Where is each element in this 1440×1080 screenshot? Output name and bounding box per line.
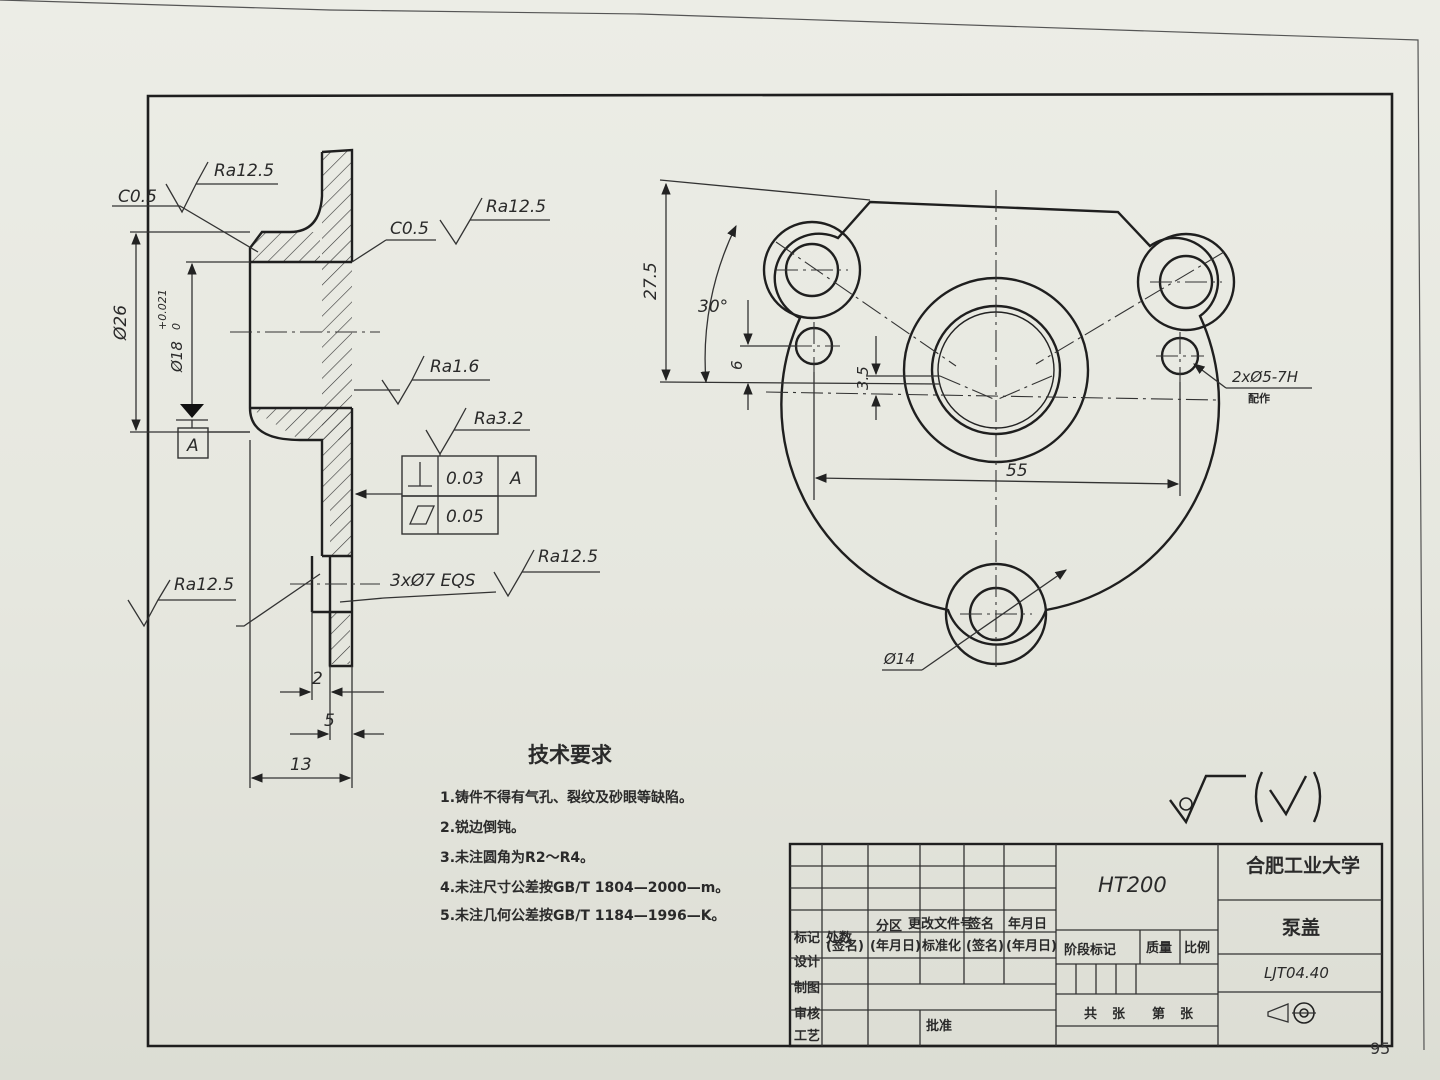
title-block: 标记 处数 分区 更改文件号 签名 年月日 设计 (签名) (年月日) 标准化 … — [788, 842, 1384, 1048]
tb-part-name: 泵盖 — [1282, 916, 1320, 939]
ra-hole-left-label: Ra12.5 — [174, 575, 234, 595]
requirement-2: 2.锐边倒钝。 — [440, 819, 525, 836]
dim-5: 5 — [324, 711, 335, 731]
dim-14: Ø14 — [883, 650, 915, 668]
pin-holes-label: 2xØ5-7H — [1232, 368, 1298, 386]
requirement-5: 5.未注几何公差按GB/T 1184—1996—K。 — [440, 907, 726, 924]
tb-design: 设计 — [794, 954, 820, 970]
tb-stage: 阶段标记 — [1064, 942, 1116, 958]
tb-design-date: (年月日) — [870, 938, 921, 954]
tol-lower: 0 — [170, 323, 183, 330]
perp-datum: A — [509, 469, 522, 489]
dim-13: 13 — [290, 755, 312, 775]
chamfer-2-label: C0.5 — [390, 219, 429, 239]
dim-angle-30: 30° — [698, 297, 728, 317]
pin-holes-note: 配作 — [1248, 391, 1270, 405]
tb-standard: 标准化 — [921, 938, 961, 954]
section-callouts: Ra12.5 C0.5 Ra12.5 C0.5 Ra1.6 Ra3.2 0.03… — [112, 161, 600, 628]
section-dimensions: Ø26 Ø18 +0.021 0 A 2 5 13 — [111, 231, 384, 788]
page-number: 95 — [1370, 1039, 1390, 1058]
tb-h-zone: 分区 — [876, 918, 902, 934]
chamfer-1-label: C0.5 — [118, 187, 157, 207]
ra-top-label: Ra12.5 — [214, 161, 274, 181]
tb-sheets: 张 — [1112, 1007, 1126, 1022]
dim-27-5: 27.5 — [641, 262, 661, 300]
tb-sheet: 张 — [1180, 1007, 1194, 1022]
tb-mass: 质量 — [1146, 940, 1172, 956]
tb-h-count: 处数 — [825, 930, 853, 946]
tb-h-mark: 标记 — [793, 930, 820, 946]
dim-diameter-18: Ø18 — [168, 341, 186, 373]
tb-scale: 比例 — [1184, 940, 1210, 956]
technical-requirements: 技术要求 1.铸件不得有气孔、裂纹及砂眼等缺陷。 2.锐边倒钝。 3.未注圆角为… — [440, 743, 729, 924]
sheet-border — [0, 0, 1425, 1051]
tol-upper: +0.021 — [156, 289, 169, 330]
flatness-icon — [408, 505, 436, 525]
dim-6: 6 — [728, 360, 746, 370]
requirements-title: 技术要求 — [528, 743, 612, 767]
tb-total: 共 — [1084, 1006, 1097, 1022]
datum-box — [177, 427, 209, 459]
tb-std-sign: (签名) — [966, 938, 1004, 954]
tb-drawing-no: LJT04.40 — [1264, 964, 1329, 982]
flat-tol: 0.05 — [446, 507, 484, 527]
requirement-1: 1.铸件不得有气孔、裂纹及砂眼等缺陷。 — [440, 789, 693, 806]
dim-3-5: 3.5 — [854, 366, 872, 390]
tb-approve: 批准 — [926, 1018, 952, 1034]
perp-tol: 0.03 — [446, 469, 484, 489]
ra-face-label: Ra3.2 — [474, 409, 523, 429]
front-view — [762, 190, 1236, 672]
tb-h-sign: 签名 — [967, 916, 994, 932]
requirement-3: 3.未注圆角为R2～R4。 — [440, 849, 594, 866]
requirement-4: 4.未注尺寸公差按GB/T 1804—2000—m。 — [440, 879, 729, 896]
dim-2: 2 — [312, 669, 323, 689]
dim-55: 55 — [1006, 461, 1028, 481]
tb-nth: 第 — [1152, 1006, 1165, 1022]
tb-h-file: 更改文件号 — [908, 916, 973, 932]
tb-design-sign: (签名) — [826, 938, 864, 954]
ra-hole-right-label: Ra12.5 — [538, 547, 598, 567]
dim-diameter-26: Ø26 — [111, 305, 131, 341]
tb-material: HT200 — [1098, 873, 1167, 897]
tb-std-date: (年月日) — [1006, 938, 1057, 954]
tb-school: 合肥工业大学 — [1246, 854, 1360, 877]
front-dimensions: 27.5 30° 6 3.5 55 Ø14 2xØ5-7H 配作 — [641, 179, 1312, 671]
tb-h-date: 年月日 — [1008, 916, 1047, 932]
tb-process: 工艺 — [794, 1028, 820, 1044]
tb-check: 审核 — [794, 1006, 820, 1022]
holes-callout: 3xØ7 EQS — [390, 571, 476, 591]
general-roughness-symbol — [1169, 771, 1322, 825]
perpendicularity-icon — [408, 462, 432, 487]
projection-symbol-icon — [1267, 1002, 1316, 1024]
ra-bore-label: Ra1.6 — [430, 357, 479, 377]
gdt-frame: 0.03 A 0.05 — [354, 455, 537, 535]
datum-label: A — [186, 436, 199, 456]
section-view — [230, 148, 380, 668]
ra-right-label: Ra12.5 — [486, 197, 546, 217]
tb-draw: 制图 — [794, 980, 820, 996]
